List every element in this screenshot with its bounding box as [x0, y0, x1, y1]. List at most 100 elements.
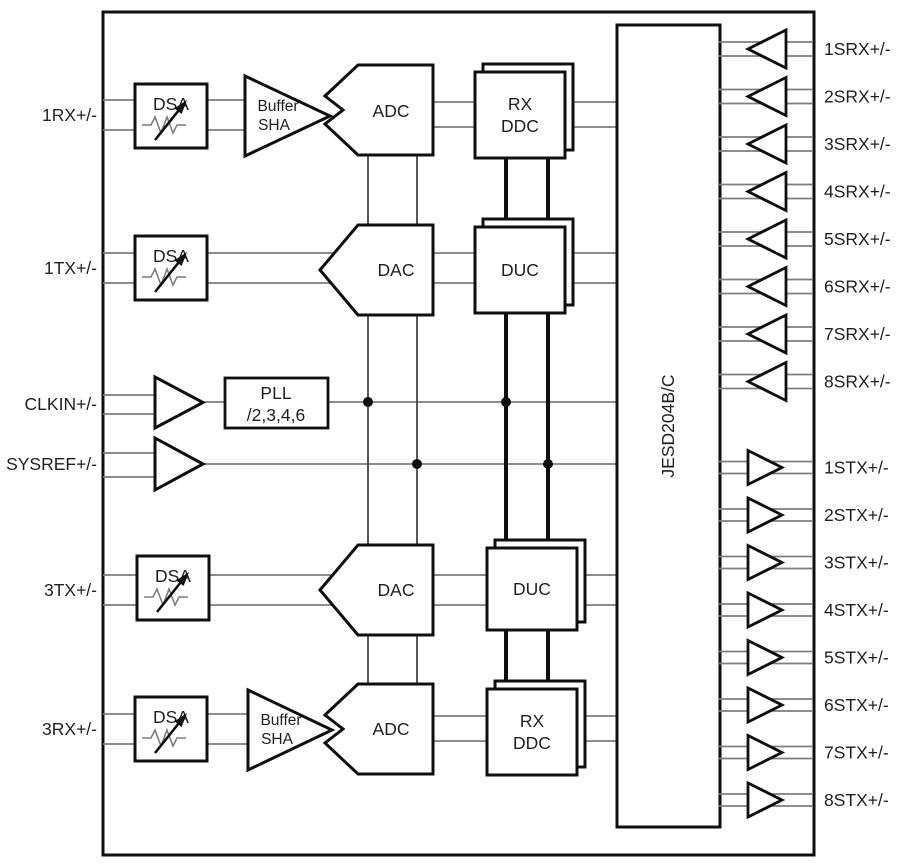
port-label: 3STX+/-	[824, 553, 889, 573]
dsa-box	[135, 554, 211, 622]
dsa-block-3rx: DSA	[133, 695, 209, 763]
jesd204-block: JESD204B/C	[615, 23, 722, 829]
srx-buffer-icon	[744, 122, 788, 166]
stx-driver-icon	[746, 543, 786, 582]
dac-shape	[318, 223, 435, 317]
stx-driver-icon	[746, 638, 786, 677]
srx-lane-6: 6SRX+/-	[718, 265, 891, 308]
pll-box	[223, 376, 330, 430]
port-label-3rx: 3RX+/-	[42, 719, 97, 739]
junction-dot	[363, 397, 373, 407]
port-label: 2SRX+/-	[824, 87, 891, 107]
rx-ddc-label-2: DDC	[513, 733, 551, 753]
srx-lane-8: 8SRX+/-	[718, 360, 891, 403]
buffer-amp-icon	[243, 73, 334, 159]
port-label: 5SRX+/-	[824, 229, 891, 249]
srx-buffer-icon	[744, 312, 788, 356]
duc-label: DUC	[501, 260, 539, 280]
port-label-sysref: SYSREF+/-	[6, 454, 97, 474]
port-label-1tx: 1TX+/-	[44, 258, 97, 278]
variable-attenuator-icon	[142, 114, 186, 136]
jesd204-box	[615, 23, 722, 829]
rx-ddc-block-2: RX DDC	[485, 679, 587, 777]
attenuator-arrowhead	[174, 713, 187, 727]
duc-block-2: DUC	[485, 538, 587, 632]
left-port-labels: 1RX+/- 1TX+/- CLKIN+/- SYSREF+/- 3TX+/- …	[6, 105, 97, 739]
dsa-box	[133, 695, 209, 763]
stx-driver-icon	[746, 448, 786, 487]
attenuator-arrowhead	[176, 572, 189, 586]
adc-label: ADC	[373, 101, 410, 121]
srx-buffer-icon	[744, 265, 788, 308]
srx-buffer-icon	[744, 170, 788, 213]
sha-label: SHA	[261, 731, 294, 748]
stx-driver-icon	[746, 685, 786, 725]
port-label: 8SRX+/-	[824, 372, 891, 392]
port-label: 7STX+/-	[824, 743, 889, 763]
jesd204-label: JESD204B/C	[658, 374, 678, 477]
srx-lane-4: 4SRX+/-	[718, 170, 891, 213]
rx-ddc-box	[485, 687, 579, 777]
port-label: 1SRX+/-	[824, 39, 891, 59]
srx-buffer-icon	[744, 27, 788, 71]
pll-block: PLL /2,3,4,6	[223, 376, 330, 430]
dsa-box	[133, 82, 209, 150]
port-label: 6SRX+/-	[824, 277, 891, 297]
port-label: 6STX+/-	[824, 695, 889, 715]
buffer-label: Buffer	[257, 98, 298, 115]
port-label: 5STX+/-	[824, 648, 889, 668]
stx-lane-6: 6STX+/-	[718, 685, 889, 725]
srx-buffer-icon	[744, 360, 788, 403]
clkin-buffer-icon	[153, 374, 207, 431]
dac-shape	[318, 543, 435, 637]
port-label: 7SRX+/-	[824, 324, 891, 344]
stx-lane-4: 4STX+/-	[718, 590, 889, 630]
sha-label: SHA	[258, 117, 291, 134]
sysref-buffer-icon	[153, 435, 207, 493]
stx-lane-1: 1STX+/-	[718, 448, 889, 487]
srx-lane-2: 2SRX+/-	[718, 75, 891, 118]
dsa-block-1rx: DSA	[133, 82, 209, 150]
stx-driver-icon	[746, 590, 786, 630]
rx-ddc-label-1: RX	[520, 711, 545, 731]
dac-label: DAC	[378, 260, 415, 280]
attenuator-arrowhead	[174, 100, 187, 114]
port-label-3tx: 3TX+/-	[44, 580, 97, 600]
stx-driver-icon	[746, 780, 786, 820]
stx-lane-7: 7STX+/-	[718, 733, 889, 772]
buffer-sha-3rx: Buffer SHA	[246, 687, 336, 773]
duc-label: DUC	[513, 579, 551, 599]
duc-block-1: DUC	[473, 217, 575, 315]
rx-ddc-box	[473, 70, 567, 160]
adc-shape	[322, 63, 435, 157]
buffer-label: Buffer	[260, 712, 301, 729]
dsa-block-1tx: DSA	[133, 234, 209, 302]
pll-label: PLL	[260, 383, 291, 403]
duc-box	[473, 225, 567, 315]
adc-label: ADC	[373, 719, 410, 739]
srx-lane-3: 3SRX+/-	[718, 122, 891, 166]
adc-shape	[322, 682, 435, 776]
port-label: 4STX+/-	[824, 600, 889, 620]
srx-buffer-icon	[744, 217, 788, 261]
pll-divider-label: /2,3,4,6	[247, 405, 305, 425]
srx-lane-5: 5SRX+/-	[718, 217, 891, 261]
junction-dot	[543, 459, 553, 469]
variable-attenuator-icon	[144, 586, 188, 608]
port-label-1rx: 1RX+/-	[42, 105, 97, 125]
port-label: 4SRX+/-	[824, 182, 891, 202]
stx-lane-3: 3STX+/-	[718, 543, 889, 582]
duc-box	[485, 546, 579, 632]
junction-dot	[412, 459, 422, 469]
stx-lane-5: 5STX+/-	[718, 638, 889, 677]
rx-ddc-block-1: RX DDC	[473, 62, 575, 160]
stx-driver-icon	[746, 495, 786, 535]
dsa-box	[133, 234, 209, 302]
buffer-amp-icon	[246, 687, 336, 773]
dac-label: DAC	[378, 580, 415, 600]
stx-driver-icon	[746, 733, 786, 772]
variable-attenuator-icon	[142, 266, 186, 288]
variable-attenuator-icon	[142, 727, 186, 749]
